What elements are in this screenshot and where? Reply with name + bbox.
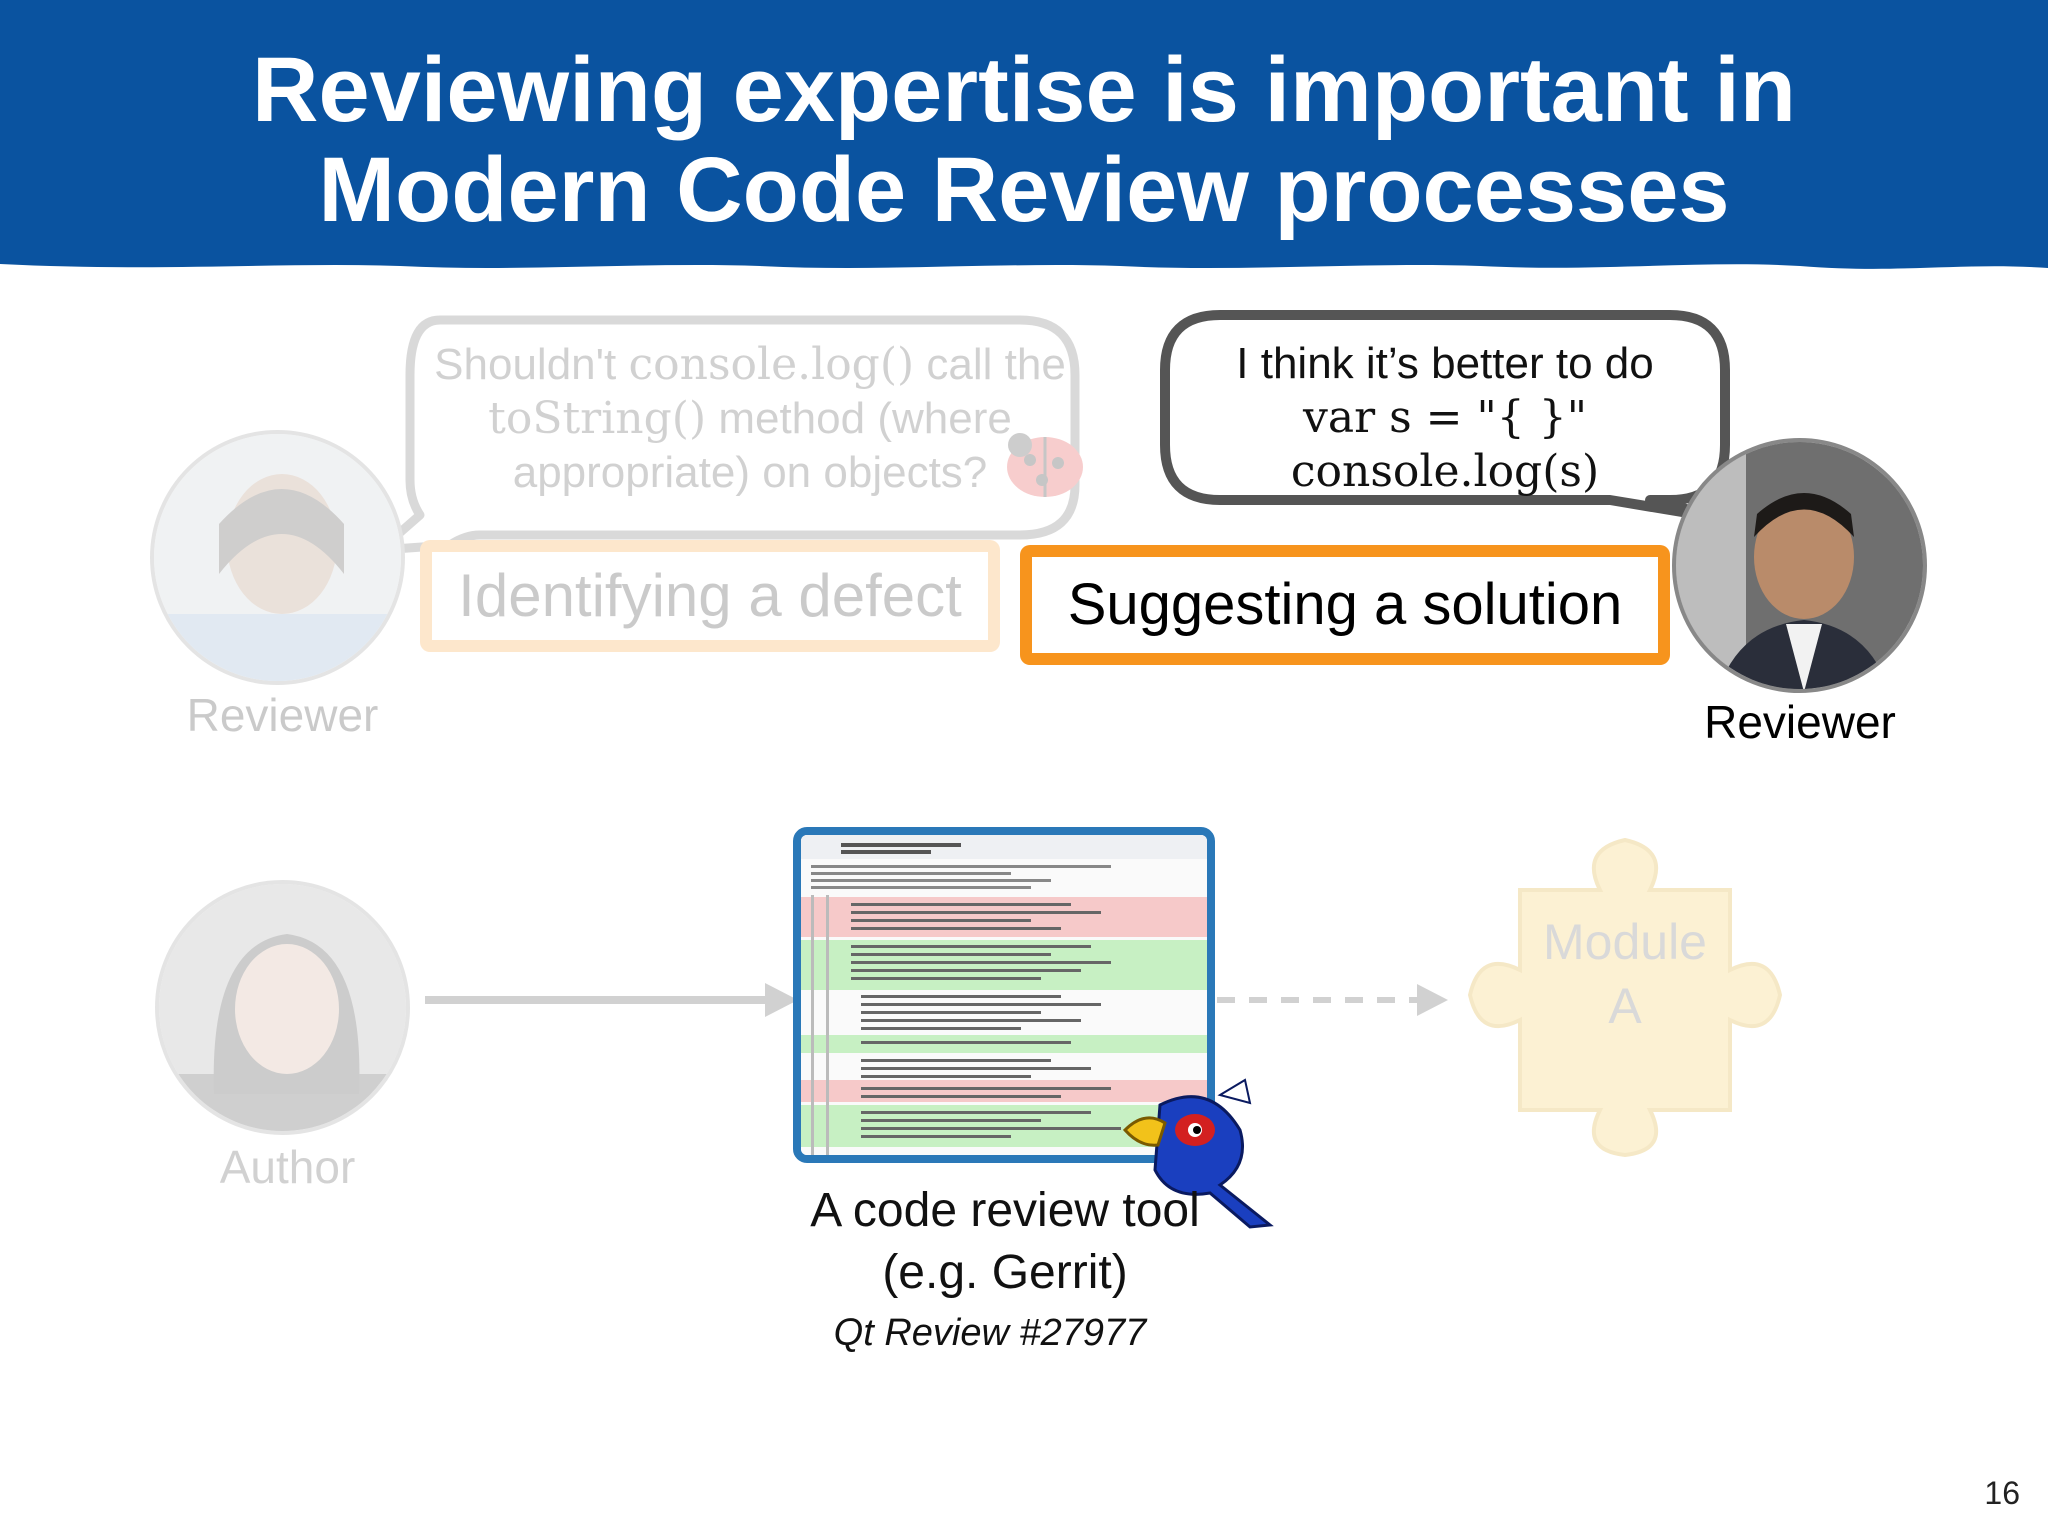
tool-caption: A code review tool (e.g. Gerrit): [810, 1184, 1200, 1299]
diff-view-thumbnail: [801, 835, 1207, 1155]
author-avatar: [155, 880, 410, 1135]
author-role: Author: [219, 1141, 356, 1193]
author-to-tool-arrow: [425, 983, 798, 1017]
identifying-defect-label: Identifying a defect: [420, 540, 1000, 652]
page-title-line-2: Modern Code Review processes: [318, 139, 1730, 241]
defect-speech-bubble: [375, 315, 1080, 555]
right-reviewer-role: Reviewer: [1704, 696, 1896, 748]
module-a-puzzle: Module A: [1450, 830, 1800, 1160]
right-reviewer-avatar: [1672, 438, 1927, 693]
page-title-line-1: Reviewing expertise is important in: [252, 39, 1796, 141]
left-reviewer-role: Reviewer: [186, 689, 379, 741]
module-label: Module A: [1543, 914, 1707, 1034]
puzzle-piece-icon: [1467, 837, 1783, 1158]
page-number: 16: [1984, 1475, 2020, 1511]
suggesting-solution-label: Suggesting a solution: [1020, 545, 1670, 665]
person-icon: [159, 884, 406, 1131]
left-reviewer-avatar: [150, 430, 405, 685]
person-icon: [1676, 442, 1923, 689]
tool-source-reference: Qt Review #27977: [833, 1312, 1147, 1354]
left-reviewer-group: Shouldn't console.log() call the toStrin…: [0, 300, 1100, 760]
banner-background: [0, 0, 2048, 269]
defect-bubble-text: Shouldn't console.log() call the toStrin…: [434, 339, 1066, 497]
solution-bubble-text: I think it’s better to do var s = "{ }" …: [1236, 339, 1654, 497]
person-icon: [154, 434, 401, 681]
code-review-tool-screenshot: [793, 827, 1215, 1163]
tool-to-module-arrow: [1217, 984, 1448, 1016]
title-banner: Reviewing expertise is important in Mode…: [0, 0, 2048, 275]
ladybug-icon: [1007, 433, 1083, 497]
author-group: Author: [140, 870, 440, 1200]
gerrit-bird-icon: [1122, 1078, 1274, 1229]
